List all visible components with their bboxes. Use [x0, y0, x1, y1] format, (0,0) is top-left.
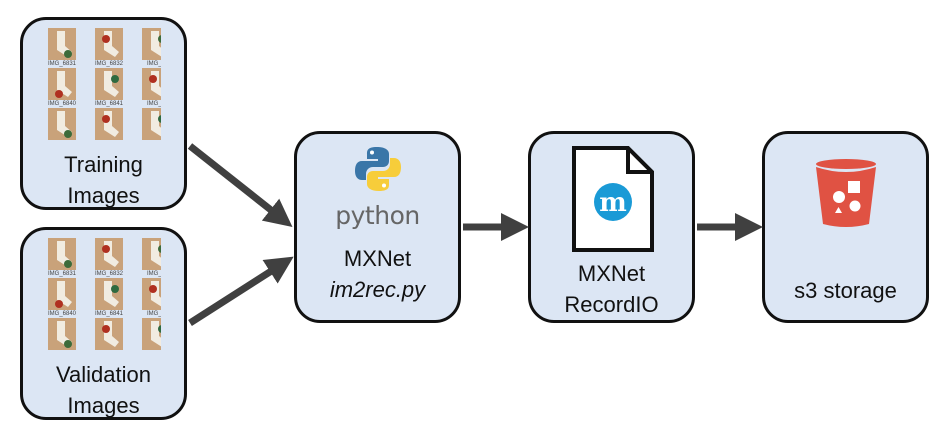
image-thumbnail	[43, 108, 81, 148]
image-thumbnail: IMG_6	[137, 28, 161, 68]
thumbnail-caption: IMG_6841	[94, 311, 124, 317]
training-label-line1: Training	[64, 152, 143, 177]
photo-icon	[142, 318, 161, 350]
photo-icon	[95, 108, 123, 140]
recordio-file-icon: m	[572, 146, 654, 252]
photo-icon	[95, 68, 123, 100]
photo-icon	[48, 238, 76, 270]
photo-icon	[142, 238, 161, 270]
image-thumbnail: IMG_6	[137, 278, 161, 318]
im2rec-label-line2: im2rec.py	[329, 277, 426, 302]
image-thumbnail: IMG_6832	[90, 238, 128, 278]
im2rec-label: MXNet im2rec.py	[297, 243, 458, 305]
thumbnail-caption: IMG_6840	[47, 311, 77, 317]
im2rec-label-line1: MXNet	[343, 246, 412, 271]
thumbnail-caption: IMG_6	[146, 61, 161, 67]
image-thumbnail	[90, 108, 128, 148]
image-thumbnail: IMG_6841	[90, 278, 128, 318]
image-thumbnail: IMG_6832	[90, 28, 128, 68]
thumbnail-caption: IMG_6832	[94, 61, 124, 67]
mxnet-logo-icon: m	[599, 188, 627, 218]
recordio-label-line2: RecordIO	[564, 292, 659, 317]
photo-icon	[142, 108, 161, 140]
recordio-label-line1: MXNet	[577, 261, 646, 286]
thumbnail-caption: IMG_6831	[47, 61, 77, 67]
training-thumbnail-grid: IMG_6831IMG_6832IMG_6IMG_6840IMG_6841IMG…	[43, 28, 161, 148]
image-thumbnail	[90, 318, 128, 358]
image-thumbnail: IMG_6840	[43, 278, 81, 318]
photo-icon	[142, 68, 161, 100]
photo-icon	[48, 278, 76, 310]
arrow-training-to-im2rec	[187, 143, 293, 228]
training-images-box: IMG_6831IMG_6832IMG_6IMG_6840IMG_6841IMG…	[20, 17, 187, 210]
python-logo-text: python	[335, 201, 420, 230]
thumbnail-caption: IMG_6	[146, 311, 161, 317]
photo-icon	[95, 238, 123, 270]
image-thumbnail: IMG_6831	[43, 28, 81, 68]
training-images-label: Training Images	[23, 149, 184, 211]
photo-icon	[95, 318, 123, 350]
arrow-validation-to-im2rec	[188, 256, 294, 326]
photo-icon	[95, 28, 123, 60]
training-label-line2: Images	[67, 183, 140, 208]
image-thumbnail: IMG_6	[137, 68, 161, 108]
image-thumbnail	[43, 318, 81, 358]
validation-thumbnail-grid: IMG_6831IMG_6832IMG_6IMG_6840IMG_6841IMG…	[43, 238, 161, 358]
image-thumbnail: IMG_6841	[90, 68, 128, 108]
thumbnail-caption: IMG_6840	[47, 101, 77, 107]
thumbnail-caption: IMG_6832	[94, 271, 124, 277]
thumbnail-caption: IMG_6831	[47, 271, 77, 277]
photo-icon	[48, 318, 76, 350]
recordio-label: MXNet RecordIO	[531, 258, 692, 320]
photo-icon	[142, 278, 161, 310]
thumbnail-caption: IMG_6841	[94, 101, 124, 107]
image-thumbnail	[137, 108, 161, 148]
image-thumbnail: IMG_6840	[43, 68, 81, 108]
s3-bucket-icon	[816, 159, 876, 227]
validation-images-label: Validation Images	[23, 359, 184, 421]
photo-icon	[95, 278, 123, 310]
validation-label-line2: Images	[67, 393, 140, 418]
recordio-box: m MXNet RecordIO	[528, 131, 695, 323]
im2rec-box: python MXNet im2rec.py	[294, 131, 461, 323]
photo-icon	[48, 68, 76, 100]
image-thumbnail: IMG_6	[137, 238, 161, 278]
validation-label-line1: Validation	[56, 362, 151, 387]
photo-icon	[48, 28, 76, 60]
photo-icon	[142, 28, 161, 60]
thumbnail-caption: IMG_6	[146, 101, 161, 107]
validation-images-box: IMG_6831IMG_6832IMG_6IMG_6840IMG_6841IMG…	[20, 227, 187, 420]
image-thumbnail: IMG_6831	[43, 238, 81, 278]
s3-storage-label: s3 storage	[794, 278, 897, 303]
image-thumbnail	[137, 318, 161, 358]
photo-icon	[48, 108, 76, 140]
python-logo-icon	[355, 147, 401, 191]
s3-storage-box: s3 storage	[762, 131, 929, 323]
thumbnail-caption: IMG_6	[146, 271, 161, 277]
